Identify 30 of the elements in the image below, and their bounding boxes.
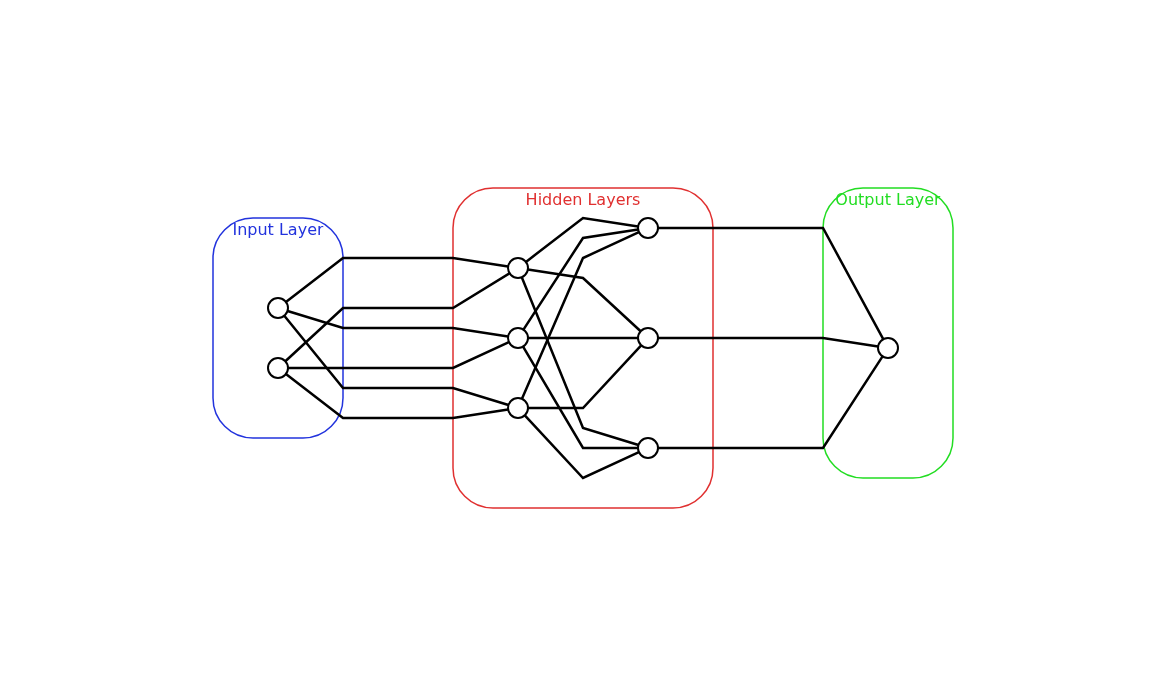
- connector: [528, 336, 638, 339]
- cluster: Output Layer: [822, 186, 954, 479]
- cluster: Input Layer: [212, 216, 344, 439]
- connector: [525, 216, 639, 263]
- connector: [527, 267, 642, 332]
- node-circle: [507, 396, 529, 419]
- node-circle: [267, 356, 289, 379]
- connector: [285, 256, 509, 303]
- connector: [523, 413, 640, 479]
- node-circle: [877, 336, 899, 359]
- connector: [528, 344, 643, 409]
- node-circle: [507, 256, 529, 279]
- node-circle: [637, 326, 659, 349]
- node-circle: [637, 436, 659, 459]
- connector: [522, 345, 638, 449]
- node-circle: [267, 296, 289, 319]
- connector: [522, 227, 639, 330]
- connector: [288, 340, 510, 369]
- connector: [658, 336, 879, 348]
- node-circle: [637, 216, 659, 239]
- connector: [287, 309, 509, 338]
- connector: [658, 226, 885, 340]
- connector: [284, 271, 511, 362]
- connector: [520, 230, 640, 399]
- connector: [285, 372, 509, 419]
- node-circle: [507, 326, 529, 349]
- connector: [658, 355, 884, 449]
- connector: [283, 314, 509, 406]
- connector: [520, 276, 639, 446]
- cluster: Hidden Layers: [452, 186, 714, 509]
